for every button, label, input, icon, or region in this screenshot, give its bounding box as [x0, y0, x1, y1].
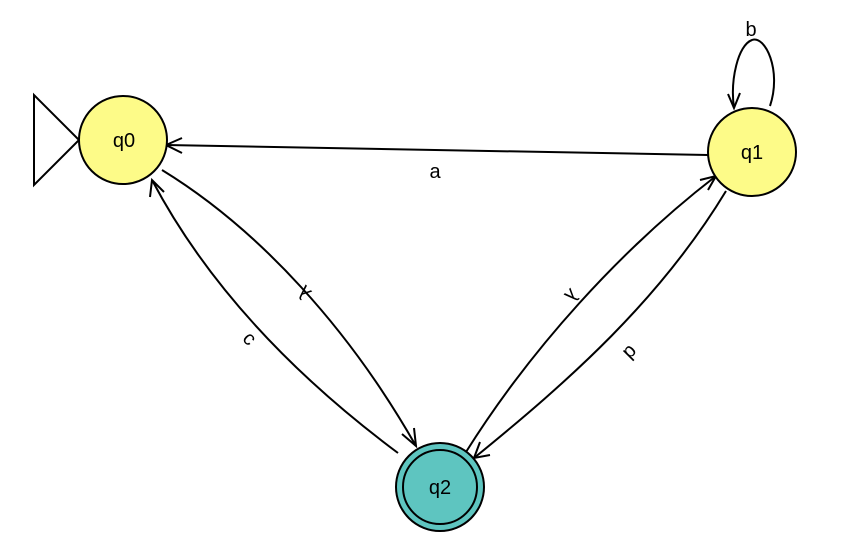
state-q1[interactable]: q1 [707, 107, 797, 197]
state-q0[interactable]: q0 [78, 95, 168, 185]
transition-q2-q1: λ [465, 174, 719, 453]
transition-label: c [238, 327, 261, 350]
state-label: q1 [741, 142, 763, 164]
transition-q1-q2: d [472, 190, 727, 460]
transition-q1-q1: b [727, 19, 775, 111]
transition-label: a [429, 161, 441, 183]
transition-label: d [619, 341, 642, 364]
state-q2[interactable]: q2 [395, 442, 485, 532]
final-state-ring [402, 449, 478, 525]
transition-label: b [745, 19, 756, 41]
state-label: q2 [429, 477, 451, 499]
state-circle [395, 442, 485, 532]
state-label: q0 [113, 130, 135, 152]
initial-state-marker [33, 92, 81, 188]
state-circle [707, 107, 797, 197]
state-circle [78, 95, 168, 185]
transition-q0-q2: λ [161, 169, 418, 449]
transition-label: λ [560, 284, 583, 307]
transition-q2-q0: c [149, 177, 399, 454]
transition-q1-q0: a [163, 137, 709, 183]
